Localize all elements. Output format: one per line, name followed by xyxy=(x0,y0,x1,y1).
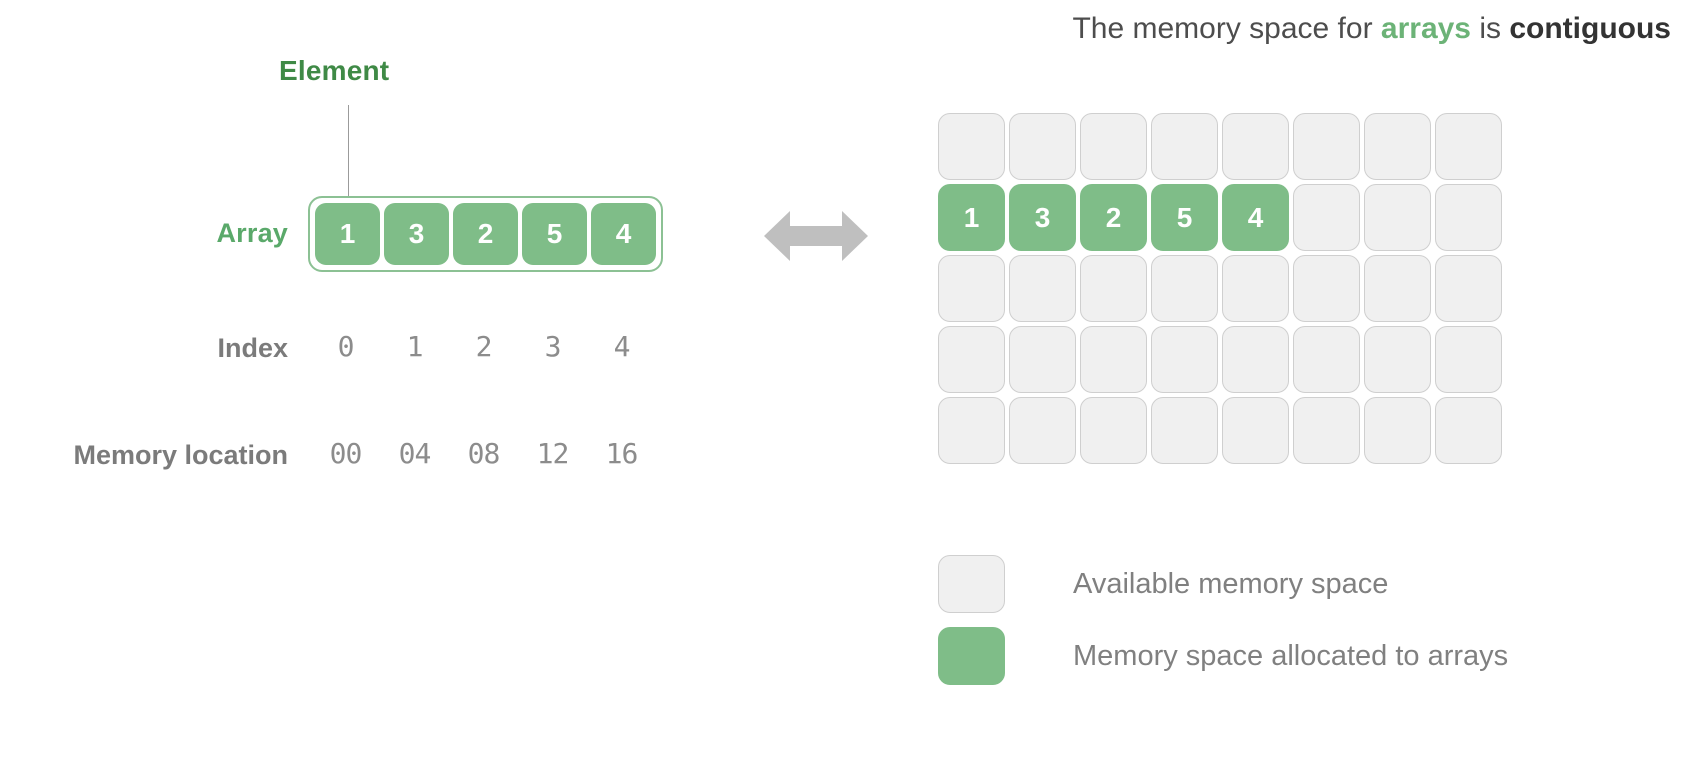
memory-cell-available xyxy=(1222,397,1289,464)
memory-cell-available xyxy=(1009,113,1076,180)
legend-row: Memory space allocated to arrays xyxy=(938,620,1508,692)
memory-cell-available xyxy=(1435,397,1502,464)
memory-layout-panel: The memory space for arrays is contiguou… xyxy=(900,0,1685,783)
array-cell: 4 xyxy=(591,203,656,265)
memory-cell-available xyxy=(1364,397,1431,464)
memory-cell-available xyxy=(1222,255,1289,322)
double-headed-arrow-icon xyxy=(764,205,868,272)
array-cell: 5 xyxy=(522,203,587,265)
array-cell: 1 xyxy=(315,203,380,265)
memory-cell-available xyxy=(1293,326,1360,393)
memory-cell-available xyxy=(1151,326,1218,393)
index-values-row: 0 1 2 3 4 xyxy=(308,330,659,363)
memory-cell-available xyxy=(1435,326,1502,393)
memory-cell-available xyxy=(1080,397,1147,464)
memory-cell-allocated: 2 xyxy=(1080,184,1147,251)
memory-cell-available xyxy=(1293,113,1360,180)
memory-cell-available xyxy=(938,326,1005,393)
memory-cell-available xyxy=(1435,113,1502,180)
heading-keyword-arrays: arrays xyxy=(1380,12,1471,45)
index-value: 1 xyxy=(406,330,424,363)
legend-label: Available memory space xyxy=(1073,567,1389,600)
array-row-label: Array xyxy=(216,218,288,248)
memory-cell-available xyxy=(1364,255,1431,322)
index-value: 3 xyxy=(544,330,562,363)
memory-cell-available xyxy=(1435,184,1502,251)
array-cell: 3 xyxy=(384,203,449,265)
memory-cell-allocated: 3 xyxy=(1009,184,1076,251)
memory-location-value: 12 xyxy=(536,437,570,470)
index-row-label: Index xyxy=(217,333,288,363)
memory-cell-available xyxy=(1222,326,1289,393)
memory-cell-available xyxy=(1151,255,1218,322)
memory-cell-available xyxy=(1080,113,1147,180)
memory-cell-available xyxy=(1009,397,1076,464)
memory-cell-available xyxy=(1151,397,1218,464)
memory-cell-available xyxy=(1080,255,1147,322)
memory-cell-available xyxy=(1293,255,1360,322)
memory-cell-available xyxy=(938,113,1005,180)
memory-cell-available xyxy=(1364,326,1431,393)
memory-cell-available xyxy=(1293,397,1360,464)
legend-swatch-available xyxy=(938,555,1005,613)
memory-cell-allocated: 5 xyxy=(1151,184,1218,251)
memory-cell-available xyxy=(938,397,1005,464)
memory-location-value: 04 xyxy=(398,437,432,470)
memory-location-row-label: Memory location xyxy=(73,440,288,470)
memory-cell-available xyxy=(1364,184,1431,251)
heading-middle: is xyxy=(1471,12,1510,45)
memory-cell-available xyxy=(1009,326,1076,393)
memory-cell-allocated: 4 xyxy=(1222,184,1289,251)
memory-cell-allocated: 1 xyxy=(938,184,1005,251)
memory-heading: The memory space for arrays is contiguou… xyxy=(1072,12,1671,46)
index-value: 0 xyxy=(337,330,355,363)
memory-cell-available xyxy=(1364,113,1431,180)
memory-cell-available xyxy=(1080,326,1147,393)
memory-cell-available xyxy=(938,255,1005,322)
array-cell: 2 xyxy=(453,203,518,265)
memory-location-value: 16 xyxy=(605,437,639,470)
heading-keyword-contiguous: contiguous xyxy=(1509,12,1671,45)
memory-location-value: 00 xyxy=(329,437,363,470)
heading-prefix: The memory space for xyxy=(1072,12,1381,45)
element-callout-label: Element xyxy=(279,55,390,86)
memory-cell-available xyxy=(1435,255,1502,322)
memory-location-value: 08 xyxy=(467,437,501,470)
memory-cell-available xyxy=(1151,113,1218,180)
element-callout-connector-line xyxy=(348,105,349,203)
legend-row: Available memory space xyxy=(938,548,1508,620)
legend-label: Memory space allocated to arrays xyxy=(1073,639,1509,672)
legend-swatch-allocated xyxy=(938,627,1005,685)
memory-cell-available xyxy=(1222,113,1289,180)
memory-location-values-row: 00 04 08 12 16 xyxy=(308,437,659,470)
index-value: 2 xyxy=(475,330,493,363)
memory-cell-available xyxy=(1293,184,1360,251)
index-value: 4 xyxy=(613,330,631,363)
memory-cell-available xyxy=(1009,255,1076,322)
